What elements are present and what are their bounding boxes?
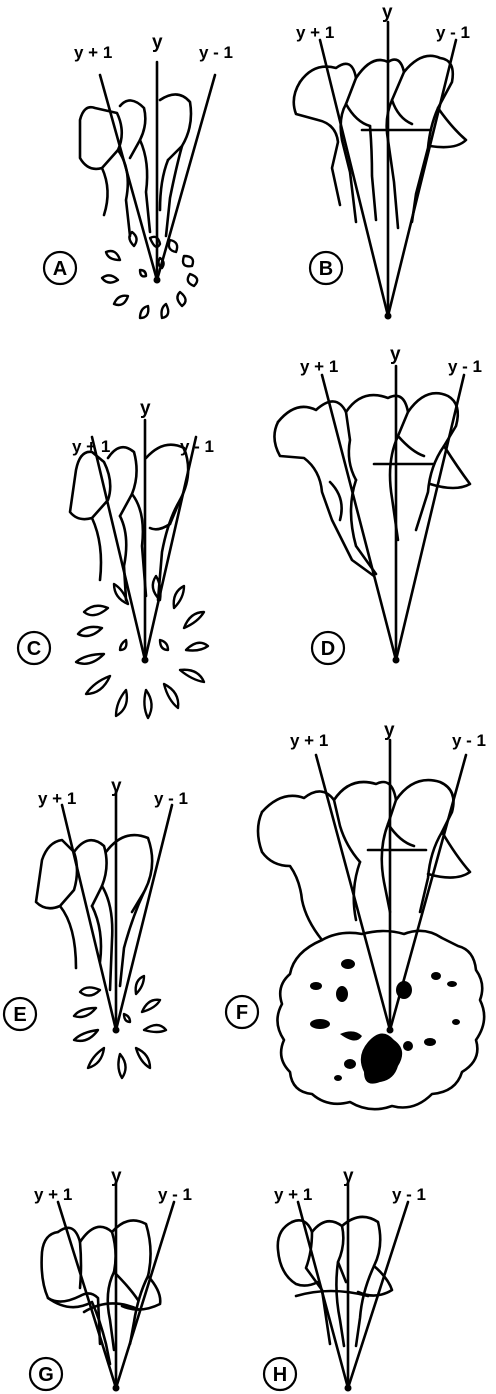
label-y-minus-1: y - 1 — [436, 23, 470, 42]
label-y-minus-1: y - 1 — [392, 1185, 426, 1204]
label-y-plus-1: y + 1 — [290, 731, 328, 750]
tooth-outline — [408, 393, 470, 488]
label-y: y — [384, 720, 395, 741]
label-y-plus-1: y + 1 — [74, 43, 112, 62]
tooth-outline — [262, 791, 360, 862]
label-y-plus-1: y + 1 — [296, 23, 334, 42]
tooth-outline — [370, 126, 376, 220]
dark-inclusions — [310, 959, 460, 1084]
label-y: y — [140, 398, 151, 419]
tooth-outline — [330, 482, 342, 520]
panel-label-h: H — [273, 1364, 287, 1386]
tooth-outline — [108, 1272, 114, 1350]
panel-a: y + 1 y y - 1 A — [44, 32, 233, 318]
tooth-outline — [278, 401, 356, 480]
tooth-outline — [120, 100, 145, 158]
tooth-outline — [294, 82, 340, 205]
tooth-outline — [396, 780, 470, 877]
panel-f: y + 1 y y - 1 F — [226, 720, 486, 1109]
tooth-outline — [140, 140, 150, 232]
radial-folds — [74, 976, 166, 1078]
panel-label-a: A — [53, 258, 67, 280]
tooth-outline — [106, 835, 152, 912]
tooth-outline — [120, 892, 144, 986]
tooth-outline — [341, 104, 356, 222]
radial-folds — [102, 232, 197, 318]
label-y-minus-1: y - 1 — [180, 437, 214, 456]
tooth-outline — [160, 160, 168, 210]
tooth-outline — [36, 840, 77, 908]
panel-g: y + 1 y y - 1 G — [30, 1166, 192, 1392]
panel-d: y + 1 y y - 1 D — [274, 344, 482, 664]
label-y: y — [382, 2, 393, 23]
tooth-outline — [42, 1232, 100, 1344]
panel-label-g: G — [38, 1364, 54, 1386]
panel-label-c: C — [27, 638, 41, 660]
label-y: y — [390, 344, 401, 365]
panel-e: y + 1 y y - 1 E — [4, 776, 188, 1078]
label-y: y — [343, 1166, 354, 1187]
label-y-minus-1: y - 1 — [452, 731, 486, 750]
label-y-plus-1: y + 1 — [72, 437, 110, 456]
tooth-outline — [292, 1220, 330, 1344]
tooth-outline — [356, 60, 412, 124]
tooth-outline — [146, 445, 188, 524]
tooth-outline — [346, 395, 424, 456]
tooth-outline — [60, 906, 76, 968]
tooth-outline — [102, 168, 108, 215]
label-y: y — [111, 1166, 122, 1187]
tooth-outline — [274, 422, 374, 576]
panel-label-e: E — [13, 1004, 26, 1026]
label-y-plus-1: y + 1 — [274, 1185, 312, 1204]
label-y-minus-1: y - 1 — [199, 43, 233, 62]
label-y-minus-1: y - 1 — [158, 1185, 192, 1204]
panel-h: y + 1 y y - 1 H — [264, 1166, 426, 1392]
label-y-plus-1: y + 1 — [300, 357, 338, 376]
tooth-outline — [80, 107, 122, 169]
label-y-plus-1: y + 1 — [38, 789, 76, 808]
tooth-outline — [258, 812, 322, 940]
label-y: y — [152, 32, 163, 53]
panel-b: y + 1 y y - 1 B — [294, 2, 470, 320]
panel-label-d: D — [321, 638, 335, 660]
tooth-outline — [92, 518, 101, 580]
panel-label-b: B — [319, 258, 333, 280]
label-y-minus-1: y - 1 — [448, 357, 482, 376]
tooth-outline — [404, 56, 466, 147]
panel-label-f: F — [236, 1002, 248, 1024]
tooth-outline — [351, 480, 376, 574]
label-y-minus-1: y - 1 — [154, 789, 188, 808]
tooth-outline — [118, 150, 130, 236]
tooth-outline — [420, 832, 442, 912]
label-y-plus-1: y + 1 — [34, 1185, 72, 1204]
tooth-outline — [160, 94, 191, 160]
label-y: y — [111, 776, 122, 797]
panel-c: y + 1 y y - 1 C — [18, 398, 214, 718]
tooth-outline — [108, 447, 137, 516]
